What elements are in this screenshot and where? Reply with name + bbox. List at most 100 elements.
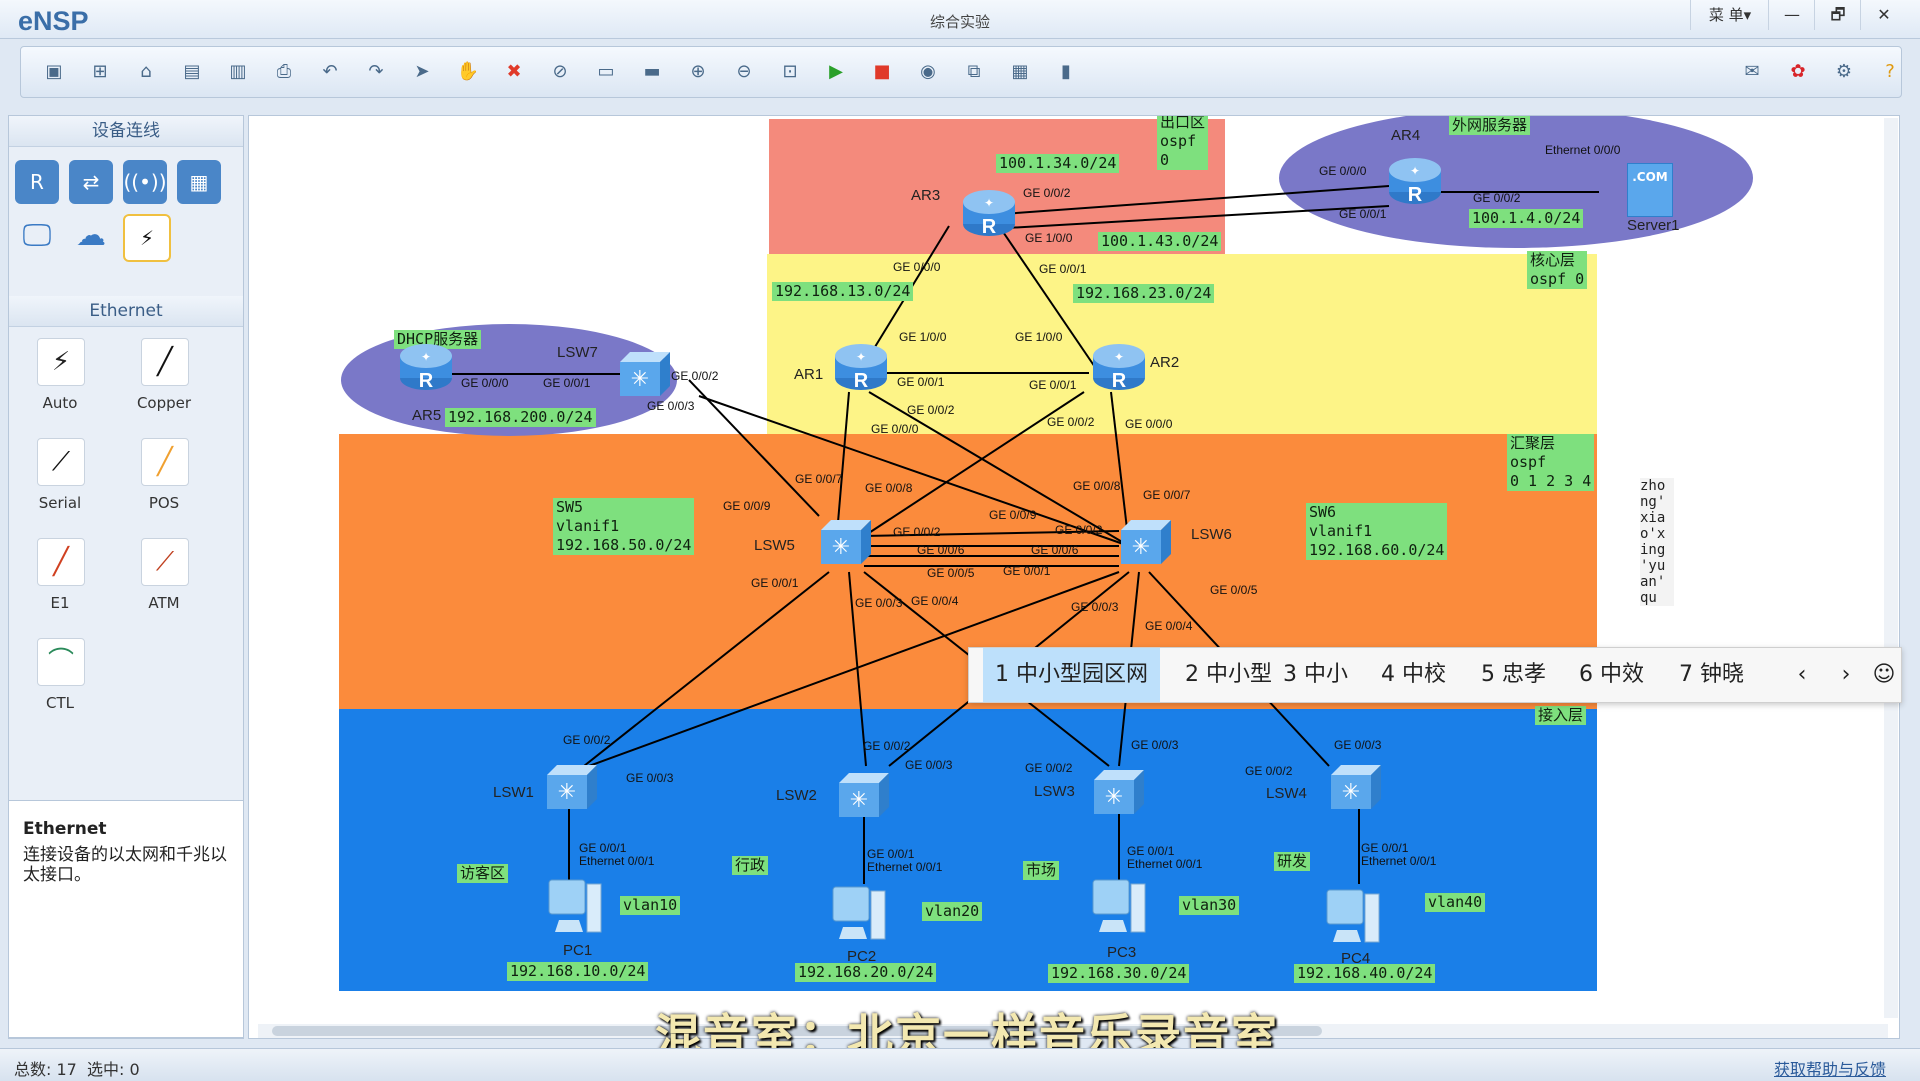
switch-lsw5[interactable]: ✳ — [819, 516, 873, 566]
settings-icon[interactable]: ⚙ — [1835, 61, 1853, 82]
port-label: GE 0/0/2 — [893, 525, 941, 539]
pc-1[interactable] — [545, 876, 605, 938]
horizontal-scroll-thumb[interactable] — [272, 1026, 1322, 1036]
rectangle-icon[interactable]: ▬ — [643, 61, 661, 82]
zoom-in-icon[interactable]: ⊕ — [690, 61, 706, 82]
ime-candidate[interactable]: 2 中小型 — [1185, 662, 1272, 687]
pc-3[interactable] — [1089, 876, 1149, 938]
open-icon[interactable]: ⌂ — [140, 61, 152, 82]
ime-candidate[interactable]: 7 钟晓 — [1679, 662, 1744, 687]
subnet-label: 192.168.13.0/24 — [772, 282, 914, 301]
switch-lsw7[interactable]: ✳ — [618, 348, 672, 398]
device-name: AR2 — [1150, 354, 1180, 371]
vertical-scrollbar[interactable] — [1884, 118, 1898, 1018]
maximize-button[interactable]: 🗗 — [1814, 0, 1861, 30]
ime-candidate-bar: 1 中小型园区网 2 中小型 3 中小 4 中校 5 忠孝 6 中效 7 钟晓 ‹ › ☺ — [968, 647, 1902, 703]
device-name: LSW4 — [1266, 785, 1307, 802]
pc-icon[interactable]: 🖵 — [22, 218, 52, 253]
chat-icon[interactable]: ✉ — [1744, 61, 1760, 82]
port-label: GE 0/0/0 — [1319, 164, 1367, 178]
ime-candidate[interactable]: 4 中校 — [1381, 662, 1446, 687]
port-label: GE 1/0/0 — [1015, 330, 1063, 344]
svg-text:✦: ✦ — [856, 350, 866, 364]
router-ar5[interactable]: R✦ — [398, 342, 454, 392]
router-ar4[interactable]: R✦ — [1387, 156, 1443, 206]
help-feedback-link[interactable]: 获取帮助与反馈 — [1774, 1060, 1887, 1079]
minimize-button[interactable]: — — [1768, 0, 1815, 30]
delete-icon[interactable]: ✖ — [506, 61, 522, 82]
switch-lsw4[interactable]: ✳ — [1329, 761, 1383, 811]
stop-icon[interactable]: ■ — [873, 61, 891, 82]
info-title: Ethernet — [23, 819, 107, 839]
help-icon[interactable]: ? — [1885, 61, 1895, 82]
text-icon[interactable]: ▭ — [597, 61, 615, 82]
cable-auto-icon[interactable]: ⚡ — [37, 338, 85, 386]
start-icon[interactable]: ▶ — [829, 61, 843, 82]
cable-copper-icon[interactable]: ╱ — [141, 338, 189, 386]
capture-icon[interactable]: ◉ — [920, 61, 936, 82]
redo-icon[interactable]: ↷ — [368, 61, 384, 82]
cloud-icon[interactable]: ☁ — [76, 218, 106, 253]
switch-lsw2[interactable]: ✳ — [837, 769, 891, 819]
ime-candidate[interactable]: 5 忠孝 — [1481, 662, 1546, 687]
cable-ctl-icon[interactable]: ⌒ — [37, 638, 85, 686]
cable-e1-icon[interactable]: ╱ — [37, 538, 85, 586]
new-lab-icon[interactable]: ⊞ — [92, 61, 108, 82]
device-name: PC1 — [563, 942, 593, 959]
ime-candidate[interactable]: 3 中小 — [1283, 662, 1348, 687]
pc-2[interactable] — [829, 883, 889, 945]
pc-4[interactable] — [1323, 886, 1383, 948]
port-label: GE 0/0/2 — [1473, 191, 1521, 205]
switch-icon[interactable]: ⇄ — [69, 160, 113, 204]
grid-icon[interactable]: ▦ — [1011, 61, 1029, 82]
switch-lsw1[interactable]: ✳ — [545, 761, 599, 811]
menu-button[interactable]: 菜 单▾ — [1690, 0, 1769, 30]
huawei-icon[interactable]: ✿ — [1790, 61, 1806, 82]
new-topology-icon[interactable]: ▣ — [45, 61, 63, 82]
port-label: Ethernet 0/0/1 — [579, 854, 655, 868]
svg-text:✳: ✳ — [1132, 535, 1150, 560]
cable-pos-icon[interactable]: ╱ — [141, 438, 189, 486]
port-label: GE 0/0/6 — [917, 543, 965, 557]
cable-ctl-label: CTL — [46, 694, 74, 712]
router-ar2[interactable]: R✦ — [1091, 342, 1147, 392]
cable-atm-icon[interactable]: ⟋ — [141, 538, 189, 586]
ime-prev-icon[interactable]: ‹ — [1797, 662, 1807, 687]
fit-icon[interactable]: ⊡ — [782, 61, 798, 82]
switch-lsw3[interactable]: ✳ — [1092, 766, 1146, 816]
router-icon[interactable]: R — [15, 160, 59, 204]
connection-icon[interactable]: ⚡ — [123, 214, 171, 262]
ime-emoji-icon[interactable]: ☺ — [1872, 662, 1896, 687]
switch-lsw6[interactable]: ✳ — [1119, 516, 1173, 566]
undo-icon[interactable]: ↶ — [322, 61, 338, 82]
save-as-icon[interactable]: ▥ — [229, 61, 247, 82]
svg-text:✦: ✦ — [984, 196, 994, 210]
firewall-icon[interactable]: ▦ — [177, 160, 221, 204]
port-label: GE 0/0/0 — [893, 260, 941, 274]
cable-serial-icon[interactable]: ⟋ — [37, 438, 85, 486]
delete-link-icon[interactable]: ⊘ — [552, 61, 568, 82]
ime-candidate[interactable]: 1 中小型园区网 — [983, 648, 1160, 702]
zoom-out-icon[interactable]: ⊖ — [736, 61, 752, 82]
server-1[interactable]: .COM — [1627, 163, 1673, 217]
close-button[interactable]: ✕ — [1860, 0, 1907, 30]
print-icon[interactable]: ⎙ — [276, 61, 292, 82]
wireless-icon[interactable]: ((•)) — [123, 160, 167, 204]
port-label: GE 0/0/9 — [723, 499, 771, 513]
router-ar3[interactable]: R✦ — [961, 188, 1017, 238]
subnet-label: 100.1.43.0/24 — [1098, 232, 1222, 251]
ime-candidate[interactable]: 6 中效 — [1579, 662, 1644, 687]
select-icon[interactable]: ➤ — [414, 61, 430, 82]
ime-next-icon[interactable]: › — [1841, 662, 1851, 687]
area-label: 研发 — [1274, 852, 1311, 871]
terminal-icon[interactable]: ▮ — [1061, 61, 1071, 82]
port-label: GE 0/0/1 — [1029, 378, 1077, 392]
title-bar: eNSP 综合实验 菜 单▾ — 🗗 ✕ — [0, 0, 1920, 39]
pan-icon[interactable]: ✋ — [456, 61, 480, 82]
horizontal-scrollbar[interactable] — [258, 1024, 1888, 1038]
topo-icon[interactable]: ⧉ — [967, 61, 981, 82]
router-ar1[interactable]: R✦ — [833, 342, 889, 392]
device-name: PC2 — [847, 948, 877, 965]
save-icon[interactable]: ▤ — [183, 61, 201, 82]
